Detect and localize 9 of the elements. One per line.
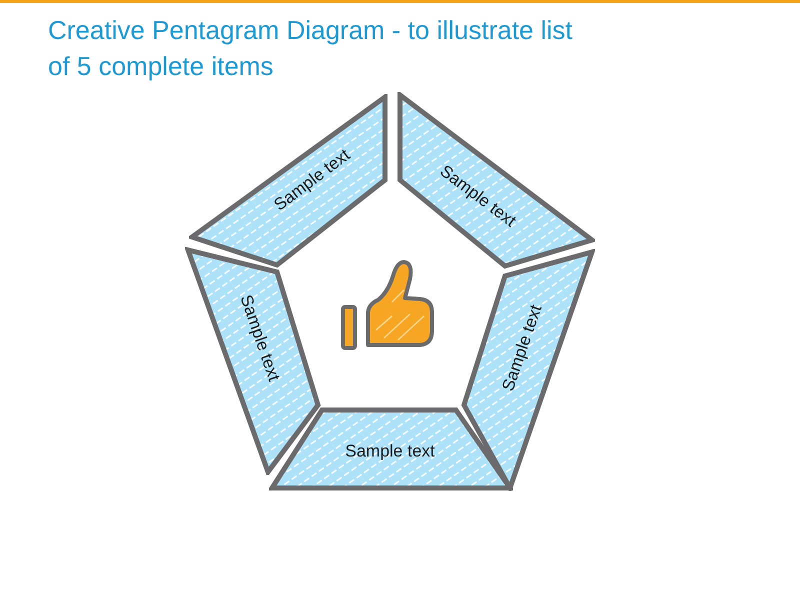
- title: Creative Pentagram Diagram - to illustrate list of 5 complete items: [48, 14, 574, 83]
- segment-label: Sample text: [345, 440, 435, 462]
- trapezoid-segment: [461, 249, 595, 491]
- segment-label: Sample text: [236, 292, 285, 384]
- trapezoid-segment: [189, 94, 388, 268]
- trapezoid-segment: [185, 247, 321, 475]
- segment-label: Sample text: [497, 302, 546, 394]
- trapezoid-segment: [269, 407, 513, 491]
- trapezoid-segment: [397, 92, 595, 269]
